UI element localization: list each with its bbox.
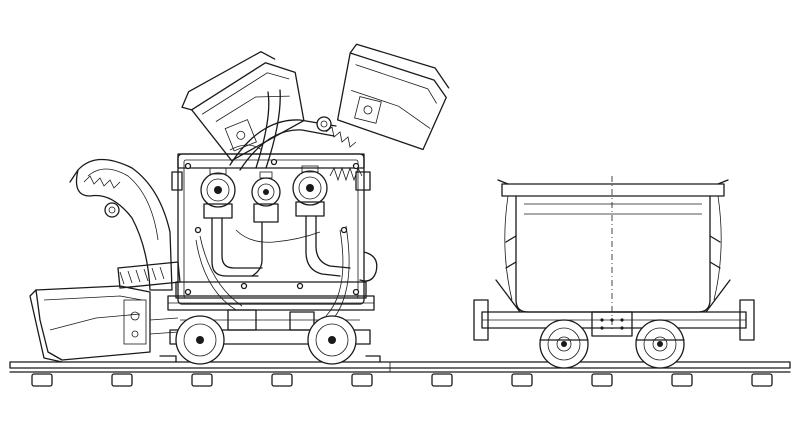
raised-bucket-2 bbox=[336, 43, 450, 151]
bolt-head bbox=[352, 162, 360, 170]
car-wheels bbox=[539, 319, 685, 369]
car-chassis bbox=[473, 279, 755, 341]
side-bracket-right bbox=[355, 171, 371, 191]
spring-coil-left bbox=[83, 175, 121, 189]
car-tub bbox=[497, 176, 729, 332]
bolt-head bbox=[184, 288, 192, 296]
loader-body bbox=[167, 153, 375, 311]
raised-bucket-1 bbox=[181, 51, 305, 162]
rail-sleeper bbox=[191, 373, 213, 387]
bolt-head bbox=[340, 226, 348, 234]
air-motor-left bbox=[200, 167, 236, 219]
rail-sleeper bbox=[271, 373, 293, 387]
side-bracket-left bbox=[171, 171, 183, 191]
bolt-head bbox=[240, 282, 248, 290]
air-motor-right bbox=[292, 165, 328, 217]
arm-pivot bbox=[104, 202, 120, 218]
rail-sleeper bbox=[31, 373, 53, 387]
rail-sleeper bbox=[671, 373, 693, 387]
rail-sleeper bbox=[511, 373, 533, 387]
bolt-head bbox=[352, 288, 360, 296]
spring-coil-right bbox=[329, 166, 363, 182]
rail-sleeper bbox=[431, 373, 453, 387]
bolt-head bbox=[270, 158, 278, 166]
rail-top bbox=[9, 361, 791, 369]
bolt-head bbox=[184, 162, 192, 170]
buffer-left bbox=[473, 299, 489, 341]
lowered-bucket bbox=[29, 285, 179, 363]
air-motor-center bbox=[251, 171, 281, 223]
rail-sleepers bbox=[31, 373, 773, 387]
loader-undercarriage bbox=[159, 309, 381, 365]
loader-bolts bbox=[184, 158, 360, 296]
bucket-loader bbox=[29, 43, 450, 365]
buffer-right bbox=[739, 299, 755, 341]
mine-tipping-car bbox=[473, 176, 755, 369]
spring-coil-top bbox=[325, 126, 357, 148]
bolt-head bbox=[296, 282, 304, 290]
rocker-arm-left bbox=[69, 158, 181, 291]
bolt-head bbox=[194, 226, 202, 234]
air-hoses bbox=[195, 144, 378, 319]
axle-box bbox=[591, 311, 633, 337]
lift-arms bbox=[229, 89, 357, 171]
rail-sleeper bbox=[591, 373, 613, 387]
rail-track bbox=[9, 361, 791, 387]
hose-loop-right bbox=[359, 251, 378, 282]
rail-sleeper bbox=[351, 373, 373, 387]
rail-sleeper bbox=[751, 373, 773, 387]
rail-sleeper bbox=[111, 373, 133, 387]
